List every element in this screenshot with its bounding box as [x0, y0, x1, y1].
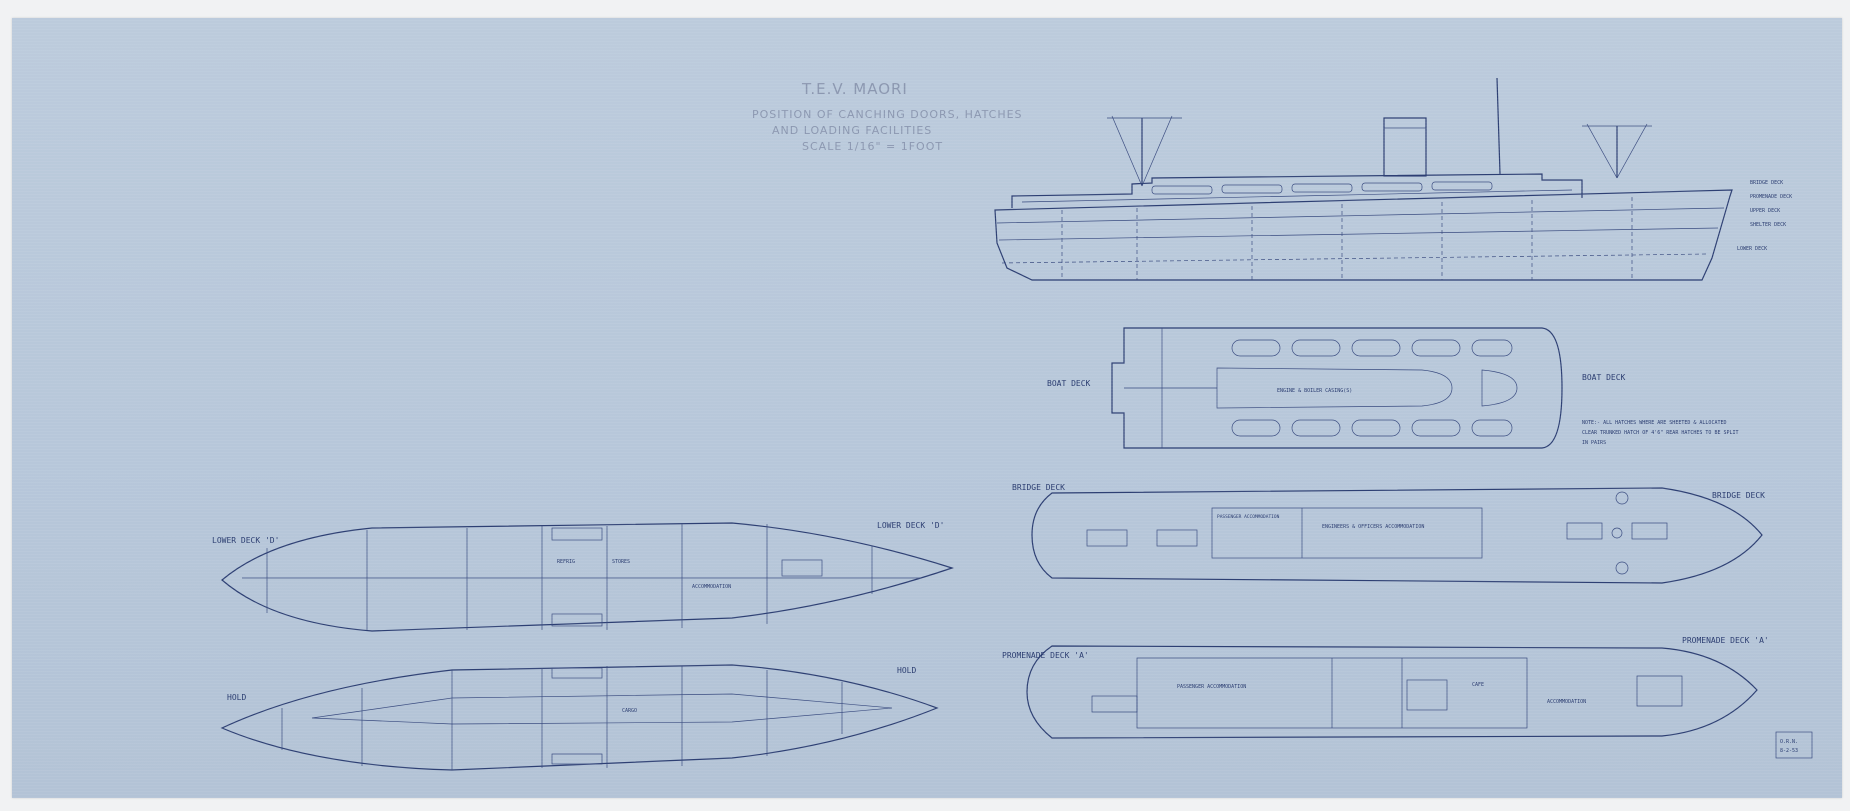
boat-deck-label-left: BOAT DECK [1047, 379, 1091, 388]
bridge-deck-plan: ENGINEERS & OFFICERS ACCOMMODATION PASSE… [1012, 483, 1765, 584]
profile-label-shelter-deck: SHELTER DECK [1750, 222, 1786, 228]
ship-drawing: T.E.V. MAORI POSITION OF CANCHING DOORS,… [212, 77, 1813, 771]
profile-label-promenade-deck: PROMENADE DECK [1750, 194, 1792, 200]
hold-plan: CARGO HOLD HOLD [220, 664, 939, 771]
promenade-deck-passenger-accom: PASSENGER ACCOMMODATION [1177, 684, 1246, 690]
boat-deck-lifeboats [1231, 339, 1513, 437]
stamp-line-1: O.R.N. [1780, 739, 1798, 745]
boat-deck-plan: ENGINE & BOILER CASING(S) BOAT DECK BOAT… [1047, 327, 1739, 449]
profile-label-upper-deck: UPPER DECK [1750, 208, 1780, 214]
boat-deck-label-right: BOAT DECK [1582, 373, 1626, 382]
boat-deck-note-3: IN PAIRS [1582, 440, 1606, 446]
bridge-deck-label-right: BRIDGE DECK [1712, 491, 1765, 500]
title-line-1: POSITION OF CANCHING DOORS, HATCHES [752, 108, 1023, 121]
profile-hull [994, 189, 1733, 281]
profile-lifeboats [1151, 181, 1493, 195]
boat-deck-casing [1216, 367, 1453, 409]
profile-funnel [1383, 117, 1427, 177]
lower-deck-d-outline [221, 522, 954, 632]
title-block: T.E.V. MAORI POSITION OF CANCHING DOORS,… [752, 80, 1023, 153]
lower-deck-d-plan: STORES REFRIG ACCOMMODATION LOWER DECK '… [212, 521, 954, 632]
promenade-deck-label-right: PROMENADE DECK 'A' [1682, 636, 1769, 645]
lower-deck-d-label-left: LOWER DECK 'D' [212, 536, 279, 545]
hold-outline [220, 664, 939, 771]
boat-deck-note-2: CLEAR TRUNKED HATCH OF 4'6" REAR HATCHES… [1582, 430, 1739, 436]
title-ship-name: T.E.V. MAORI [801, 80, 908, 98]
hold-label-left: HOLD [227, 693, 246, 702]
profile-superstructure [1011, 173, 1583, 208]
bridge-deck-passenger-accom: PASSENGER ACCOMMODATION [1217, 514, 1280, 520]
bridge-deck-outline [1031, 487, 1763, 584]
boat-deck-note-1: NOTE:- ALL HATCHES WHERE ARE SHEETED & A… [1582, 420, 1727, 426]
lower-deck-refrig: REFRIG [557, 559, 575, 565]
profile-label-lower-deck: LOWER DECK [1737, 246, 1767, 252]
profile-elevation: BRIDGE DECK PROMENADE DECK UPPER DECK SH… [994, 77, 1792, 281]
lower-deck-d-label-right: LOWER DECK 'D' [877, 521, 944, 530]
bridge-deck-officers-accom: ENGINEERS & OFFICERS ACCOMMODATION [1322, 524, 1424, 530]
boat-deck-casing-label: ENGINE & BOILER CASING(S) [1277, 388, 1352, 394]
title-scale: SCALE 1/16" = 1FOOT [802, 140, 943, 153]
stamp-line-2: 8-2-53 [1780, 748, 1798, 754]
promenade-deck-cafe: CAFE [1472, 682, 1484, 688]
bridge-deck-label-left: BRIDGE DECK [1012, 483, 1065, 492]
profile-main-mast [1496, 77, 1501, 175]
promenade-deck-accommodation: ACCOMMODATION [1547, 699, 1586, 705]
promenade-deck-plan: PASSENGER ACCOMMODATION CAFE ACCOMMODATI… [1002, 636, 1769, 739]
boat-deck-outline [1111, 327, 1563, 449]
hold-cargo-label: CARGO [622, 708, 637, 714]
promenade-deck-label-left: PROMENADE DECK 'A' [1002, 651, 1089, 660]
lower-deck-accommodation: ACCOMMODATION [692, 584, 731, 590]
title-line-2: AND LOADING FACILITIES [772, 124, 932, 137]
lower-deck-stores: STORES [612, 559, 630, 565]
profile-label-bridge-deck: BRIDGE DECK [1750, 180, 1783, 186]
promenade-deck-outline [1026, 645, 1758, 739]
hold-label-right: HOLD [897, 666, 916, 675]
blueprint-sheet: T.E.V. MAORI POSITION OF CANCHING DOORS,… [12, 18, 1842, 798]
approval-stamp: O.R.N. 8-2-53 [1775, 731, 1813, 759]
